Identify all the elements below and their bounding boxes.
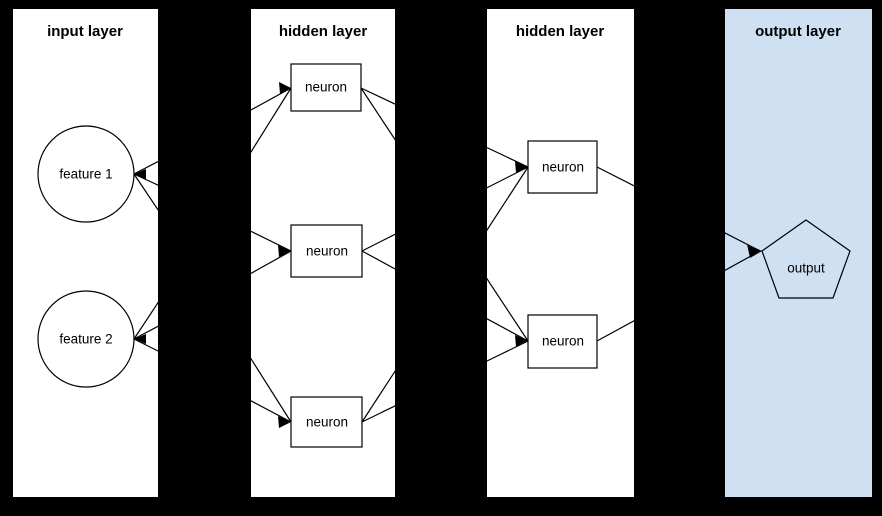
arrowhead-h2n1: [515, 161, 528, 173]
h2-neuron-2-box[interactable]: [527, 314, 598, 369]
h2-neuron-1-label: neuron: [542, 160, 584, 175]
feature-1-circle[interactable]: [37, 125, 135, 223]
edge-in-h1n1-b: [251, 87, 292, 154]
title-input-layer: input layer: [47, 23, 123, 40]
feature-2-label: feature 2: [59, 332, 112, 347]
edge-into-output-b: [725, 250, 761, 272]
h2-neuron-2-label: neuron: [542, 334, 584, 349]
edge-h2n2-to-output: [596, 320, 634, 342]
edges-hidden-layer-2: [487, 146, 634, 362]
node-h1-neuron-1[interactable]: neuron: [290, 63, 362, 112]
arrowhead-output: [747, 244, 762, 258]
h1-neuron-2-box[interactable]: [290, 224, 363, 278]
node-output[interactable]: output: [761, 219, 851, 299]
node-h1-neuron-2[interactable]: neuron: [290, 224, 363, 278]
edge-in-h2n2-a: [487, 277, 529, 342]
title-hidden-layer-2: hidden layer: [516, 23, 605, 40]
node-feature-1[interactable]: feature 1: [37, 125, 135, 223]
h1-neuron-2-label: neuron: [306, 244, 348, 259]
edge-in-h2n1-c: [487, 166, 529, 232]
edge-in-h1n2-b: [251, 250, 292, 275]
arrowhead-feature1: [134, 169, 146, 179]
output-pentagon[interactable]: [761, 219, 851, 299]
feature-1-label: feature 1: [59, 167, 112, 182]
edge-in-h2n2-b: [487, 318, 529, 342]
node-h2-neuron-2[interactable]: neuron: [527, 314, 598, 369]
edge-in-h2n1-b: [487, 166, 529, 189]
edge-h1n2-to-h2n1: [361, 233, 395, 252]
arrowhead-h1n3: [278, 416, 291, 428]
arrowhead-h2n2: [515, 335, 528, 347]
arrowheads-neurons: [278, 82, 528, 428]
edge-h1n2-to-h2n2: [361, 250, 395, 270]
edges-input-layer: [133, 160, 158, 352]
output-label: output: [787, 261, 825, 276]
edge-in-h1n3-b: [251, 400, 292, 423]
node-h1-neuron-3[interactable]: neuron: [290, 396, 363, 448]
edges-output-layer: [725, 232, 762, 272]
edge-h1n1-to-h2n1: [360, 87, 395, 105]
edge-h2n1-to-output: [596, 166, 634, 187]
title-output-layer: output layer: [755, 23, 841, 40]
edge-h1n3-to-h2n1: [361, 370, 395, 423]
panel-input-layer: [13, 9, 158, 497]
edge-h1n3-to-h2n2: [361, 405, 395, 423]
node-feature-2[interactable]: feature 2: [37, 290, 135, 388]
edge-in-h1n1-a: [251, 87, 292, 111]
edge-in-h1n3-a: [251, 357, 292, 423]
arrowhead-feature2: [134, 334, 146, 344]
edges-hidden-layer-1: [251, 87, 395, 423]
h1-neuron-1-box[interactable]: [290, 63, 362, 112]
h1-neuron-1-label: neuron: [305, 80, 347, 95]
panel-hidden-layer-2: [487, 9, 634, 497]
arrowhead-h1n2: [278, 245, 291, 257]
h1-neuron-3-label: neuron: [306, 415, 348, 430]
edge-in-h2n1-a: [487, 146, 529, 168]
node-h2-neuron-1[interactable]: neuron: [527, 140, 598, 194]
title-hidden-layer-1: hidden layer: [279, 23, 368, 40]
arrowhead-h1n1: [279, 82, 291, 94]
edge-h1n1-to-h2n2: [360, 87, 395, 141]
edge-in-h1n2-a: [251, 230, 292, 252]
feature-2-circle[interactable]: [37, 290, 135, 388]
edge-in-h2n2-c: [487, 340, 529, 362]
edge-into-output-a: [725, 232, 761, 252]
layer-panels: [13, 9, 872, 497]
h1-neuron-3-box[interactable]: [290, 396, 363, 448]
h2-neuron-1-box[interactable]: [527, 140, 598, 194]
